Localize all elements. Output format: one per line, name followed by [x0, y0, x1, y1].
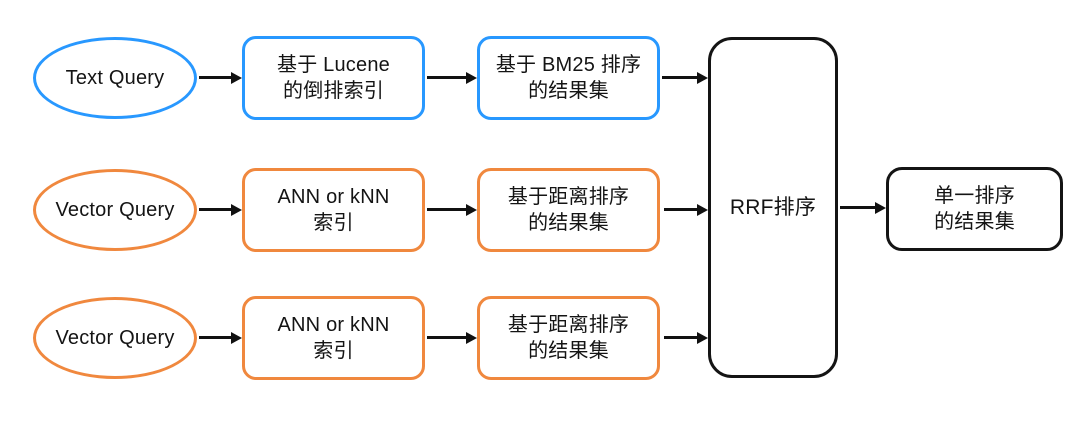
bm25-result-line1: 基于 BM25 排序	[495, 54, 642, 76]
flow-arrow	[840, 206, 875, 209]
bm25-result-set-box: 基于 BM25 排序 的结果集	[477, 36, 660, 120]
vector-query-label-2: Vector Query	[55, 327, 175, 349]
single-ranked-result-box: 单一排序 的结果集	[886, 167, 1063, 251]
distance-result-set-box-2: 基于距离排序 的结果集	[477, 296, 660, 380]
ann-index-line1: ANN or kNN	[277, 186, 390, 208]
output-line1: 单一排序	[934, 185, 1015, 207]
vector-query-ellipse-2: Vector Query	[33, 297, 197, 379]
rrf-merge-box: RRF排序	[708, 37, 838, 378]
ann-knn-index-box-2: ANN or kNN 索引	[242, 296, 425, 380]
flow-arrow	[664, 208, 697, 211]
ann-index-line1: ANN or kNN	[277, 314, 390, 336]
distance-result-line2: 的结果集	[528, 212, 609, 234]
text-query-ellipse: Text Query	[33, 37, 197, 119]
flow-arrow	[199, 76, 231, 79]
distance-result-line1: 基于距离排序	[507, 314, 630, 336]
output-line2: 的结果集	[934, 211, 1015, 233]
flow-arrow	[664, 336, 697, 339]
rrf-label: RRF排序	[729, 195, 817, 219]
distance-result-set-box-1: 基于距离排序 的结果集	[477, 168, 660, 252]
lucene-index-line2: 的倒排索引	[283, 80, 384, 102]
distance-result-line1: 基于距离排序	[507, 186, 630, 208]
flow-arrow	[662, 76, 697, 79]
text-query-label: Text Query	[65, 67, 165, 89]
ann-knn-index-box-1: ANN or kNN 索引	[242, 168, 425, 252]
flow-arrow	[427, 76, 466, 79]
flow-arrow	[199, 208, 231, 211]
flow-arrow	[199, 336, 231, 339]
lucene-index-line1: 基于 Lucene	[277, 54, 390, 76]
distance-result-line2: 的结果集	[528, 340, 609, 362]
vector-query-label-1: Vector Query	[55, 199, 175, 221]
ann-index-line2: 索引	[313, 340, 354, 362]
flow-arrow	[427, 208, 466, 211]
bm25-result-line2: 的结果集	[528, 80, 609, 102]
flow-arrow	[427, 336, 466, 339]
ann-index-line2: 索引	[313, 212, 354, 234]
lucene-inverted-index-box: 基于 Lucene 的倒排索引	[242, 36, 425, 120]
vector-query-ellipse-1: Vector Query	[33, 169, 197, 251]
